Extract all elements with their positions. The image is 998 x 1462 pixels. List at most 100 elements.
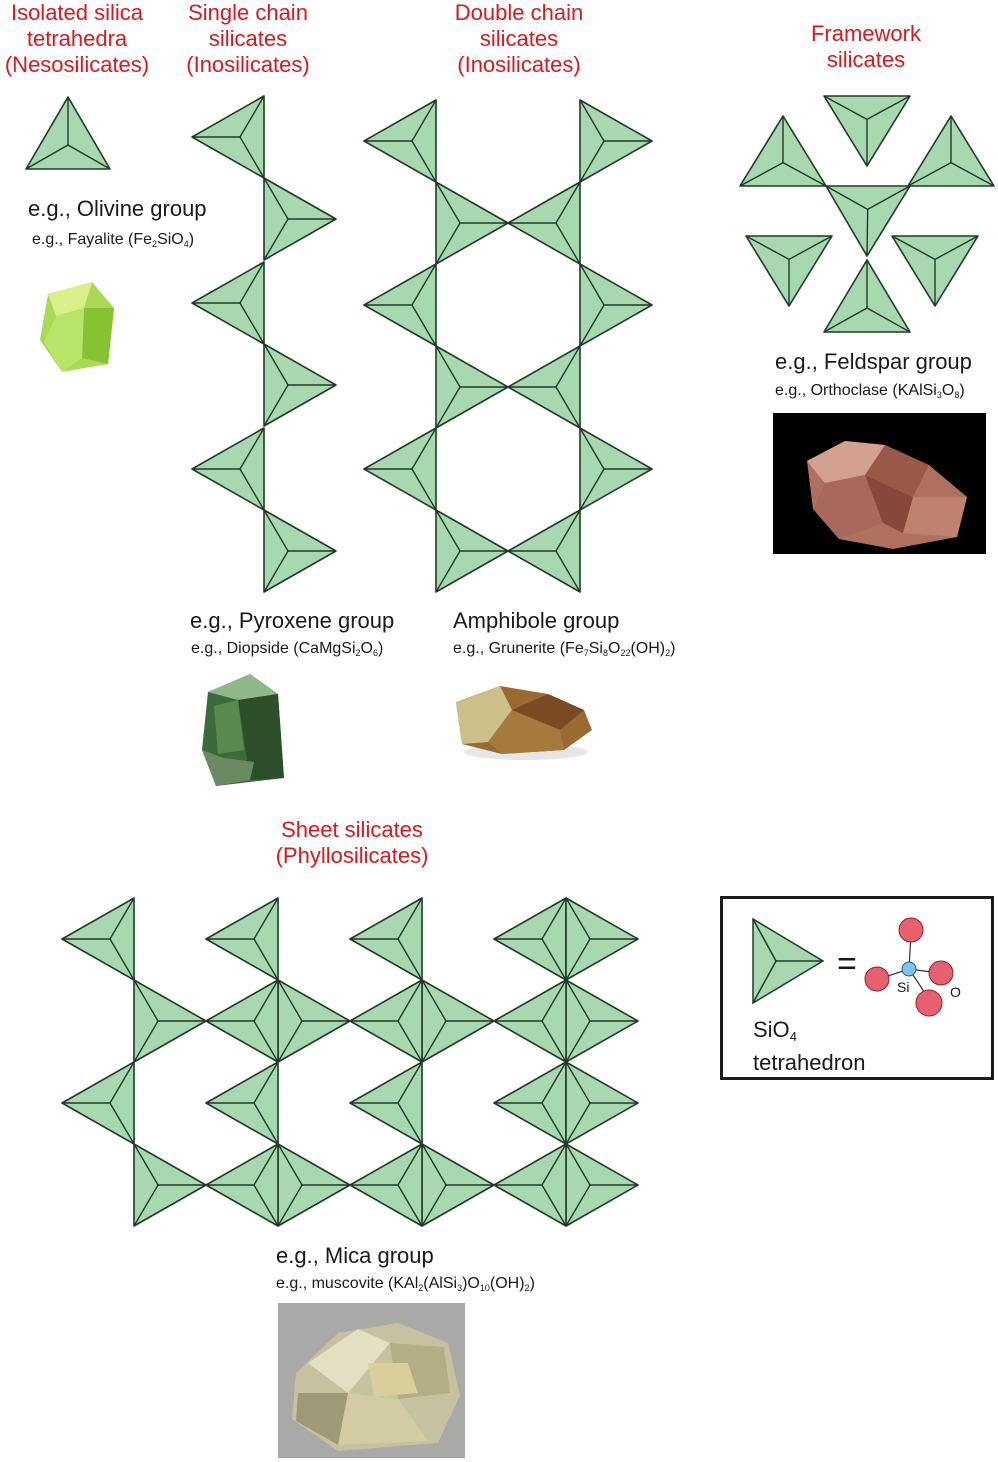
double-chain-tetrahedron: [363, 427, 437, 511]
formula-part: ): [378, 640, 384, 657]
double-chain-tetrahedron: [363, 99, 437, 183]
sheet-tetrahedron: [349, 1143, 423, 1227]
single-chain-tetrahedron: [191, 261, 265, 345]
grunerite-example: e.g., Grunerite (Fe7Si8O22(OH)2): [453, 640, 675, 658]
title-line: silicates: [208, 26, 288, 51]
framework-tetrahedron: [891, 235, 979, 307]
formula-part: SiO: [157, 231, 184, 248]
sio4-label: SiO4: [753, 1017, 866, 1050]
sheet-tetrahedron: [133, 979, 207, 1063]
title-line: tetrahedra: [26, 26, 128, 51]
formula-sub: 3: [936, 390, 942, 400]
title-double-chain: Double chain silicates (Inosilicates): [442, 0, 596, 78]
sheet-tetrahedron: [349, 897, 423, 981]
formula-part: Si: [588, 640, 603, 657]
title-single-chain: Single chain silicates (Inosilicates): [174, 0, 322, 78]
double-chain-tetrahedron: [579, 263, 653, 347]
framework-tetrahedron: [745, 235, 833, 307]
legend-caption: SiO4 tetrahedron: [753, 1017, 866, 1076]
framework-tetrahedron: [823, 259, 911, 333]
equals-sign: =: [837, 945, 857, 983]
tetrahedron-label: tetrahedron: [753, 1050, 866, 1075]
framework-tetrahedron: [825, 185, 911, 257]
framework-tetrahedron: [739, 115, 827, 187]
oxygen-atom: [898, 917, 924, 943]
title-line: Sheet silicates: [281, 817, 423, 842]
sheet-tetrahedron: [61, 1061, 135, 1145]
double-chain-tetrahedron: [579, 427, 653, 511]
sheet-tetrahedron: [61, 897, 135, 981]
formula-sub: 2: [152, 239, 158, 249]
silicon-atom: [901, 961, 917, 977]
title-line: (Inosilicates): [186, 52, 310, 77]
mica-group-label: e.g., Mica group: [276, 1243, 434, 1268]
sheet-tetrahedron: [493, 979, 567, 1063]
sheet-tetrahedron: [493, 1061, 567, 1145]
title-nesosilicates: Isolated silica tetrahedra (Nesosilicate…: [0, 0, 154, 78]
double-chain-tetrahedron: [435, 181, 509, 265]
single-chain-tetrahedron: [263, 343, 337, 427]
oxygen-atom: [915, 989, 943, 1017]
sheet-tetrahedron: [205, 897, 279, 981]
sheet-tetrahedron: [565, 1143, 639, 1227]
sio4-sub: 4: [789, 1029, 797, 1044]
double-chain-tetrahedron: [579, 99, 653, 183]
title-line: Double chain: [454, 0, 584, 25]
sio4-legend: = Si O SiO4 tetrahedron: [720, 896, 994, 1080]
sheet-tetrahedron: [421, 979, 495, 1063]
title-line: (Nesosilicates): [4, 52, 150, 77]
sheet-tetrahedron: [205, 979, 279, 1063]
feldspar-group-label: e.g., Feldspar group: [775, 349, 972, 374]
formula-sub: 3: [457, 1283, 463, 1293]
formula-part: (AlSi: [423, 1275, 458, 1292]
sheet-tetrahedron: [277, 1143, 351, 1227]
fayalite-example: e.g., Fayalite (Fe2SiO4): [32, 231, 194, 249]
double-chain-tetrahedron: [507, 181, 581, 265]
formula-part: ): [959, 382, 965, 399]
diopside-example: e.g., Diopside (CaMgSi2O6): [191, 640, 383, 658]
grunerite-photo: [452, 680, 594, 764]
title-line: Single chain: [188, 0, 308, 25]
framework-tetrahedron: [907, 115, 995, 187]
formula-part: CaMgSi: [298, 640, 356, 657]
formula-sub: 4: [183, 239, 189, 249]
formula-part: (OH): [630, 640, 666, 657]
amphibole-group-label: Amphibole group: [453, 608, 620, 633]
sheet-tetrahedron: [349, 1061, 423, 1145]
formula-part: )O: [462, 1275, 480, 1292]
formula-sub: 2: [418, 1283, 424, 1293]
sheet-tetrahedron: [493, 1143, 567, 1227]
double-chain-tetrahedron: [435, 509, 509, 593]
oxygen-atom: [928, 960, 954, 986]
sheet-tetrahedron: [421, 1143, 495, 1227]
sheet-tetrahedron: [565, 979, 639, 1063]
sio4-molecule: Si O: [864, 917, 961, 1017]
formula-sub: 22: [620, 648, 631, 658]
formula-sub: 2: [355, 648, 361, 658]
olivine-photo: [22, 268, 126, 376]
formula-sub: 10: [479, 1283, 490, 1293]
single-chain-tetrahedron: [191, 95, 265, 179]
title-line: Isolated silica: [10, 0, 144, 25]
double-chain-tetrahedron: [507, 345, 581, 429]
example-text: e.g., muscovite (: [276, 1275, 394, 1292]
formula-part: Fe: [565, 640, 584, 657]
sheet-tetrahedron: [205, 1143, 279, 1227]
formula-sub: 6: [372, 648, 378, 658]
sheet-tetrahedron: [205, 1061, 279, 1145]
pyroxene-group-label: e.g., Pyroxene group: [190, 608, 395, 633]
formula-part: O: [607, 640, 621, 657]
title-line: Framework: [810, 21, 921, 46]
oxygen-atom: [864, 966, 890, 992]
title-sheet: Sheet silicates (Phyllosilicates): [262, 817, 442, 869]
double-chain-tetrahedron: [507, 509, 581, 593]
sheet-tetrahedron: [133, 1143, 207, 1227]
orthoclase-photo: [773, 413, 986, 554]
formula-part: ): [670, 640, 676, 657]
example-text: e.g., Diopside (: [191, 640, 299, 657]
sheet-tetrahedron: [493, 897, 567, 981]
sheet-tetrahedron: [565, 1061, 639, 1145]
formula-part: Fe: [133, 231, 153, 248]
single-chain-tetrahedron: [263, 177, 337, 261]
